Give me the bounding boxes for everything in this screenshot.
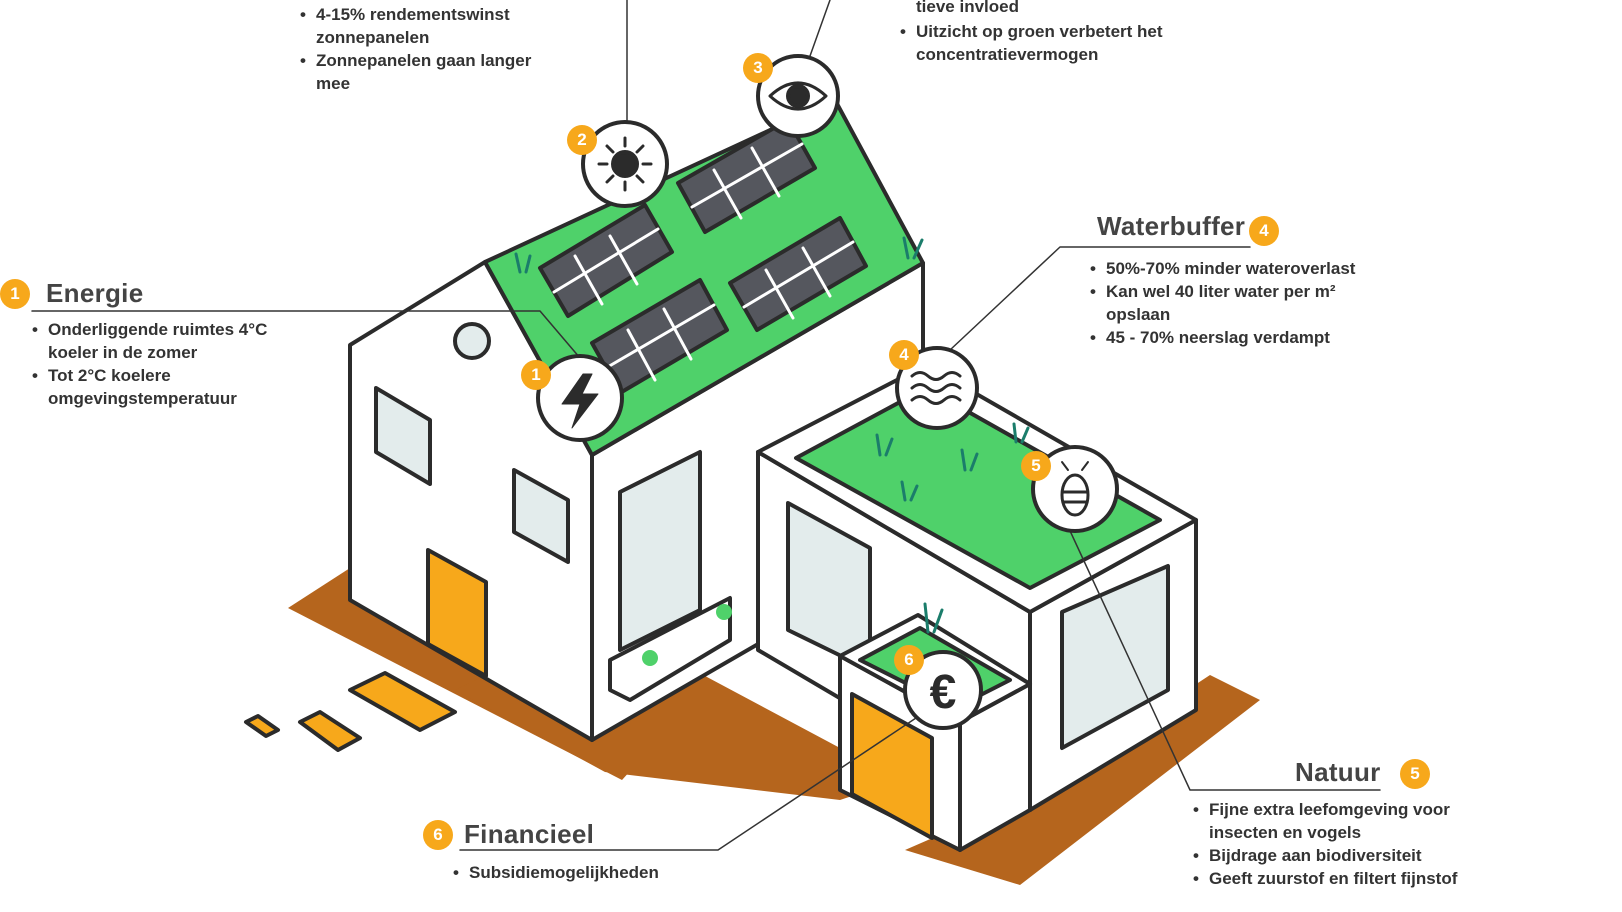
plants <box>514 236 1030 634</box>
eye-icon <box>756 54 840 138</box>
natuur-badge: 5 <box>1400 759 1430 789</box>
extension-window <box>1060 564 1170 750</box>
energie-badge: 1 <box>0 279 30 309</box>
path-tile <box>244 714 280 738</box>
zon-bullets: 4-15% rendementswinst zonnepanelen Zonne… <box>300 3 545 95</box>
attic-window <box>453 322 491 360</box>
path-tile <box>298 710 362 752</box>
list-item: Subsidiemogelijkheden <box>453 861 713 884</box>
financieel-bullets: Subsidiemogelijkheden <box>453 861 713 884</box>
path-tile <box>348 671 457 732</box>
energie-bullets: Onderliggende ruimtes 4°C koeler in de z… <box>32 318 302 410</box>
natuur-title: Natuur <box>1295 757 1381 787</box>
list-item: Zonnepanelen gaan langer mee <box>300 49 545 95</box>
window-planter <box>608 596 732 702</box>
list-item: 45 - 70% neerslag verdampt <box>1090 326 1380 349</box>
green-roof-extension <box>794 386 1162 590</box>
list-item: Bijdrage aan biodiversiteit <box>1193 844 1513 867</box>
map-badge-3: 3 <box>743 53 773 83</box>
list-item: Onderliggende ruimtes 4°C koeler in de z… <box>32 318 302 364</box>
gezondheid-partial-line: tieve invloed <box>916 0 1019 16</box>
list-item: Kan wel 40 liter water per m² opslaan <box>1090 280 1380 326</box>
euro-symbol: € <box>930 666 957 719</box>
waterbuffer-title: Waterbuffer <box>1097 211 1246 241</box>
financieel-badge: 6 <box>423 820 453 850</box>
water-waves-icon <box>895 346 979 430</box>
list-item: Uitzicht op groen verbetert het concentr… <box>900 20 1210 66</box>
map-badge-2: 2 <box>567 125 597 155</box>
waterbuffer-badge: 4 <box>1249 216 1279 246</box>
list-item: Fijne extra leefomgeving voor insecten e… <box>1193 798 1513 844</box>
list-item: 4-15% rendementswinst zonnepanelen <box>300 3 545 49</box>
map-badge-5: 5 <box>1021 451 1051 481</box>
lightning-icon <box>536 354 624 442</box>
financieel-title: Financieel <box>464 819 595 849</box>
solar-panel-grid <box>552 142 855 382</box>
callout-lines <box>31 0 1381 851</box>
house-window <box>512 468 570 564</box>
energie-title: Energie <box>46 278 144 308</box>
map-badge-4: 4 <box>889 340 919 370</box>
bee-icon <box>1031 445 1119 533</box>
list-item: 50%-70% minder wateroverlast <box>1090 257 1380 280</box>
front-door <box>426 548 488 678</box>
list-item: Geeft zuurstof en filtert fijnstof <box>1193 867 1513 890</box>
list-item: Tot 2°C koelere omgevingstemperatuur <box>32 364 302 410</box>
house-window-large <box>618 450 702 652</box>
map-badge-1: 1 <box>521 360 551 390</box>
map-badge-6: 6 <box>894 645 924 675</box>
euro-icon <box>903 650 983 730</box>
waterbuffer-bullets: 50%-70% minder wateroverlast Kan wel 40 … <box>1090 257 1380 349</box>
natuur-bullets: Fijne extra leefomgeving voor insecten e… <box>1193 798 1513 890</box>
gezondheid-bullets: Uitzicht op groen verbetert het concentr… <box>900 20 1210 66</box>
sun-icon <box>581 120 669 208</box>
house-window <box>374 386 432 486</box>
